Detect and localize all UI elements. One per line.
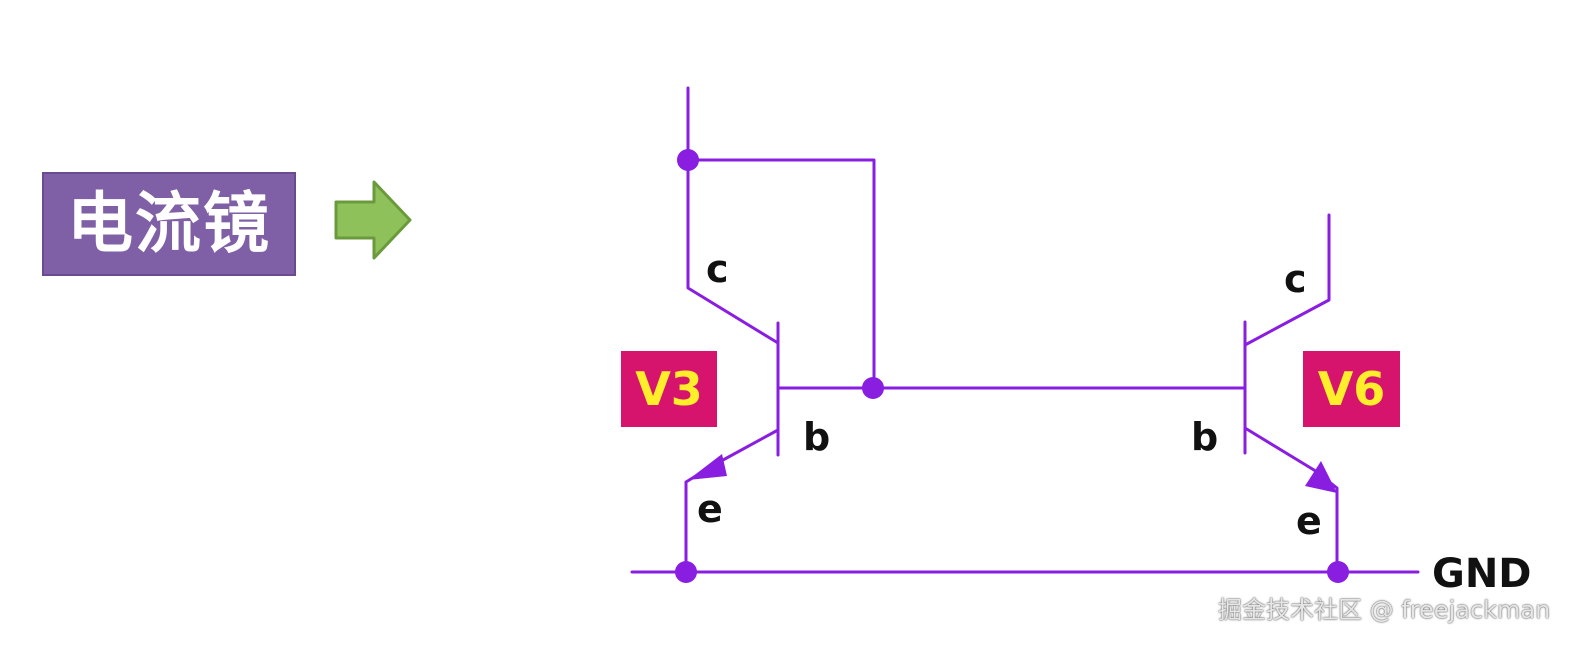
left-collector-label: c bbox=[706, 247, 729, 291]
watermark-text: 掘金技术社区 @ freejackman bbox=[1218, 596, 1551, 624]
junction-dot-top bbox=[677, 149, 699, 171]
junction-dot-ground-left bbox=[675, 561, 697, 583]
transistor-label-v3: V3 bbox=[621, 351, 717, 427]
left-base-label: b bbox=[803, 415, 831, 459]
junction-dot-base bbox=[862, 377, 884, 399]
ground-label: GND bbox=[1432, 551, 1532, 597]
transistor-label-v6-text: V6 bbox=[1317, 362, 1386, 416]
title-box: 电流镜 bbox=[42, 172, 296, 276]
title-text: 电流镜 bbox=[67, 185, 271, 262]
right-emitter-arrow bbox=[1305, 461, 1337, 493]
left-emitter-label: e bbox=[697, 487, 723, 531]
right-base-label: b bbox=[1191, 415, 1219, 459]
left-supply-wire bbox=[686, 86, 780, 345]
transistor-label-v3-text: V3 bbox=[635, 362, 703, 416]
right-arrow-icon bbox=[334, 180, 412, 260]
right-collector-wire bbox=[1243, 213, 1331, 347]
right-emitter-wire bbox=[1243, 426, 1339, 574]
left-emitter-arrow bbox=[688, 454, 727, 480]
right-collector-label: c bbox=[1284, 257, 1307, 301]
transistor-label-v6: V6 bbox=[1303, 351, 1400, 427]
right-emitter-label: e bbox=[1296, 499, 1322, 543]
diode-connection-wire bbox=[686, 158, 876, 390]
junction-dot-ground-right bbox=[1327, 561, 1349, 583]
